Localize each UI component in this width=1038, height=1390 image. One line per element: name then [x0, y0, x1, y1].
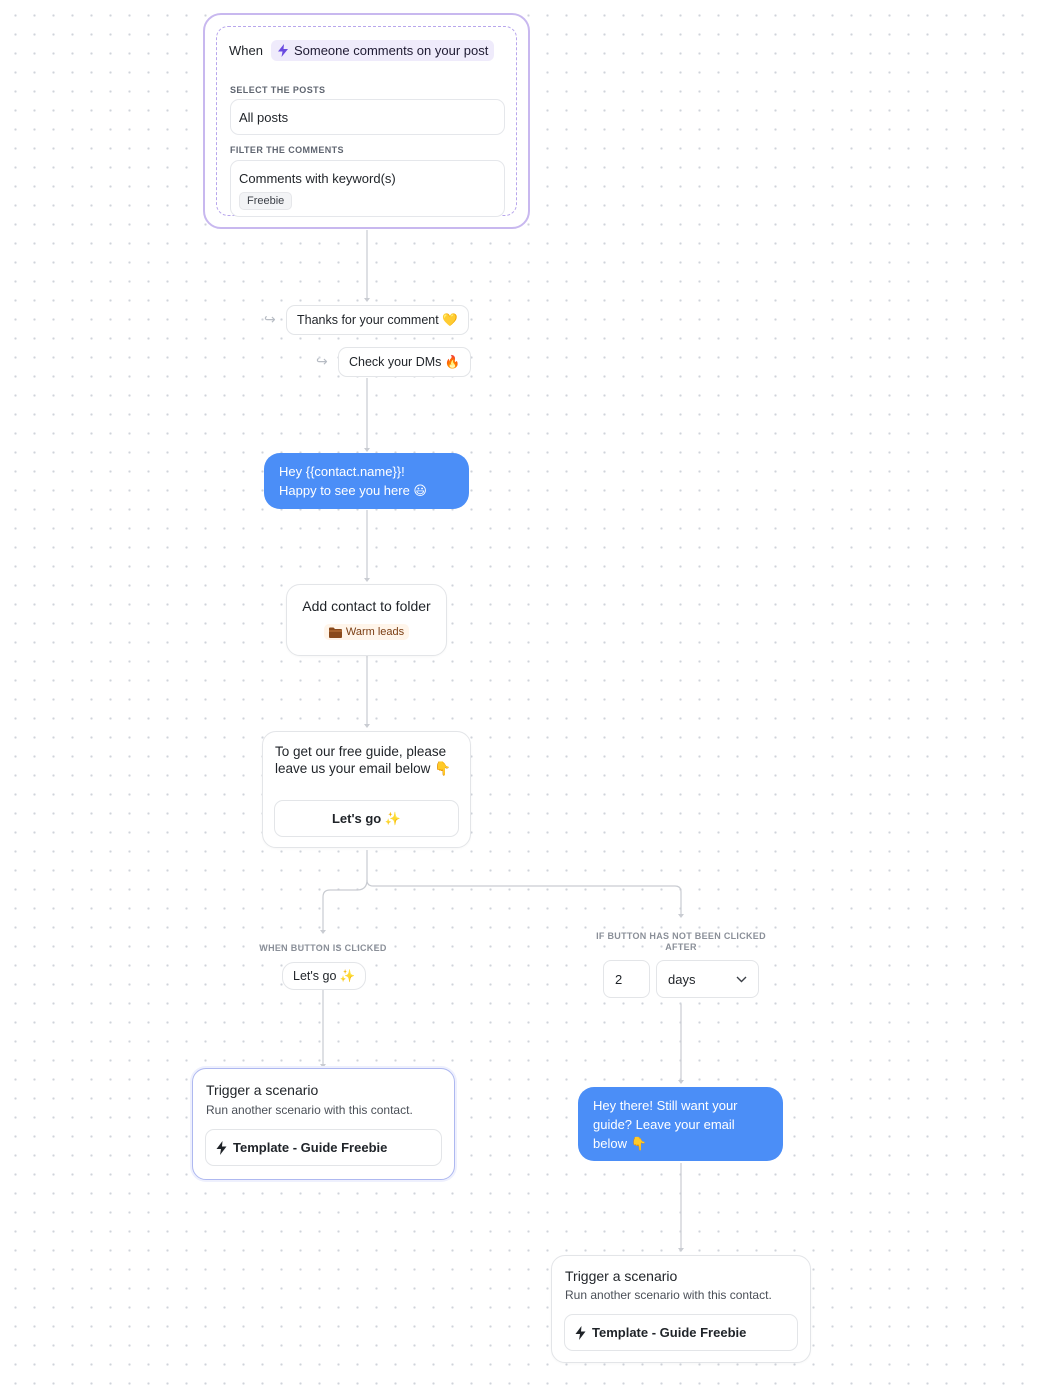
- trigger-scenario-card-left[interactable]: Trigger a scenario Run another scenario …: [192, 1068, 455, 1180]
- scenario-template-name: Template - Guide Freebie: [592, 1325, 747, 1340]
- dm-message-line: Happy to see you here 😃: [279, 483, 427, 498]
- public-reply-1[interactable]: Thanks for your comment 💛: [286, 305, 469, 335]
- folder-name: Warm leads: [345, 626, 405, 638]
- branch-clicked-button-pill[interactable]: Let's go ✨: [282, 962, 367, 990]
- branch-clicked-button-label: Let's go ✨: [293, 968, 356, 983]
- delay-unit-value: days: [668, 971, 696, 987]
- reply-arrow-icon: ↪: [264, 311, 276, 327]
- lets-go-button[interactable]: Let's go ✨: [274, 800, 459, 837]
- when-row: When Someone comments on your post: [229, 40, 495, 61]
- trigger-card[interactable]: When Someone comments on your post SELEC…: [203, 13, 530, 229]
- lightning-icon: [575, 1325, 586, 1340]
- scenario-description: Run another scenario with this contact.: [206, 1103, 413, 1117]
- add-to-folder-card[interactable]: Add contact to folder Warm leads: [286, 584, 447, 656]
- followup-message-bubble[interactable]: Hey there! Still want your guide? Leave …: [578, 1087, 783, 1161]
- trigger-scenario-card-right[interactable]: Trigger a scenario Run another scenario …: [551, 1255, 811, 1363]
- keyword-tag[interactable]: Freebie: [239, 192, 293, 210]
- email-request-card[interactable]: To get our free guide, please leave us y…: [262, 731, 471, 848]
- comments-filter-field[interactable]: Comments with keyword(s) Freebie: [230, 160, 505, 217]
- scenario-template-select[interactable]: Template - Guide Freebie: [564, 1314, 798, 1351]
- delay-amount-input[interactable]: 2: [603, 960, 650, 998]
- public-reply-text: Check your DMs 🔥: [349, 354, 461, 369]
- scenario-title: Trigger a scenario: [565, 1268, 678, 1284]
- public-reply-2[interactable]: Check your DMs 🔥: [338, 347, 472, 377]
- dm-message-line: Hey {{contact.name}}!: [279, 464, 405, 479]
- trigger-event-chip[interactable]: Someone comments on your post: [270, 40, 495, 61]
- branch-not-clicked-label: IF BUTTON HAS NOT BEEN CLICKED AFTER: [596, 931, 766, 952]
- email-request-text: To get our free guide, please leave us y…: [275, 744, 451, 776]
- posts-value: All posts: [239, 110, 289, 125]
- followup-message-text: Hey there! Still want your guide? Leave …: [593, 1098, 738, 1151]
- trigger-inner-frame: When Someone comments on your post SELEC…: [216, 26, 517, 217]
- folder-badge: Warm leads: [323, 624, 410, 640]
- chevron-down-icon: [736, 976, 747, 982]
- dm-message-bubble[interactable]: Hey {{contact.name}}! Happy to see you h…: [264, 453, 469, 509]
- scenario-template-select[interactable]: Template - Guide Freebie: [205, 1129, 442, 1166]
- branch-clicked-label: WHEN BUTTON IS CLICKED: [259, 943, 387, 953]
- lightning-icon: [277, 44, 288, 57]
- reply-arrow-icon: ↪: [316, 353, 328, 369]
- folder-action-title: Add contact to folder: [302, 598, 431, 614]
- delay-unit-select[interactable]: days: [656, 960, 759, 998]
- filter-value: Comments with keyword(s): [239, 171, 396, 186]
- delay-amount-value: 2: [615, 971, 623, 987]
- scenario-title: Trigger a scenario: [206, 1082, 319, 1098]
- posts-select-field[interactable]: All posts: [230, 99, 505, 135]
- scenario-description: Run another scenario with this contact.: [565, 1288, 772, 1302]
- filter-comments-label: FILTER THE COMMENTS: [230, 145, 344, 155]
- when-label: When: [229, 43, 263, 58]
- trigger-event-label: Someone comments on your post: [293, 43, 489, 58]
- lightning-icon: [216, 1140, 227, 1155]
- lets-go-label: Let's go ✨: [331, 810, 402, 826]
- folder-icon: [328, 627, 342, 638]
- public-reply-text: Thanks for your comment 💛: [297, 312, 458, 327]
- scenario-template-name: Template - Guide Freebie: [233, 1140, 388, 1155]
- select-posts-label: SELECT THE POSTS: [230, 85, 326, 95]
